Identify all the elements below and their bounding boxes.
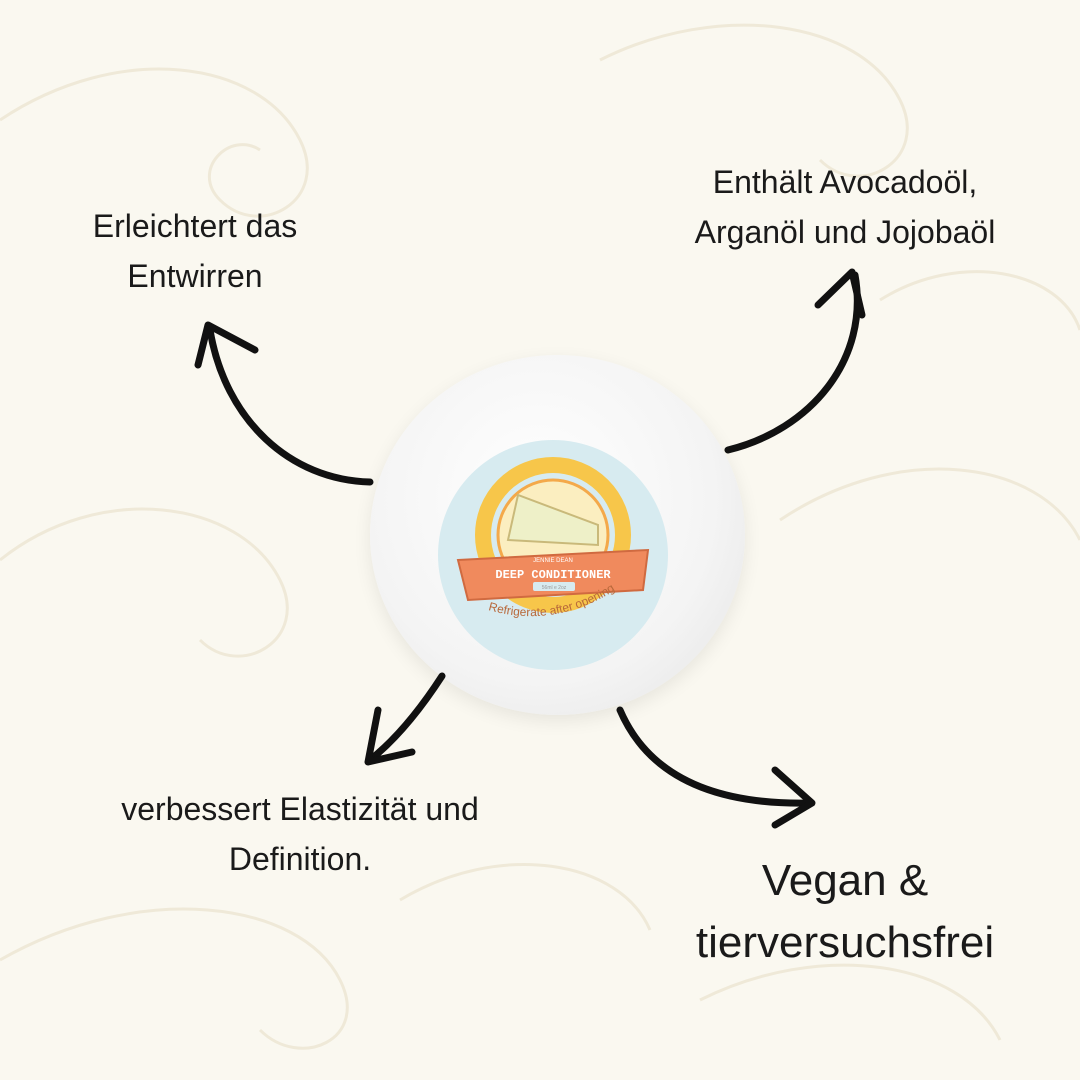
arrow-up-left	[206, 326, 374, 486]
jar-label: JENNIE DEAN DEEP CONDITIONER 56ml e 2oz …	[438, 440, 668, 670]
feature-line: Arganöl und Jojobaöl	[694, 213, 996, 250]
label-size: 56ml e 2oz	[542, 585, 567, 591]
arrowhead-down-left	[364, 706, 416, 766]
feature-detangling: Erleichtert das Entwirren	[50, 202, 340, 301]
feature-line: Entwirren	[127, 257, 263, 294]
label-product-name: DEEP CONDITIONER	[495, 568, 611, 582]
arrow-down-left	[366, 672, 446, 764]
feature-line: Erleichtert das	[92, 208, 298, 244]
feature-line: verbessert Elastizität und	[121, 791, 479, 827]
feature-line: Definition.	[228, 840, 372, 877]
arrow-up-right	[724, 271, 861, 454]
feature-line: Enthält Avocadoöl,	[712, 164, 978, 200]
label-brand: JENNIE DEAN	[533, 558, 573, 564]
feature-elasticity: verbessert Elastizität und Definition.	[60, 785, 540, 884]
arrow-down-right	[616, 706, 814, 807]
feature-oils: Enthält Avocadoöl, Arganöl und Jojobaöl	[650, 158, 1040, 257]
feature-vegan: Vegan & tierversuchsfrei	[650, 850, 1040, 973]
arrowhead-up-left	[194, 321, 259, 369]
feature-line: Vegan &	[761, 856, 929, 905]
label-artwork: JENNIE DEAN DEEP CONDITIONER 56ml e 2oz …	[456, 457, 650, 619]
arrowhead-down-right	[771, 766, 816, 829]
feature-line: tierversuchsfrei	[695, 917, 995, 967]
arrowhead-up-right	[814, 268, 866, 319]
